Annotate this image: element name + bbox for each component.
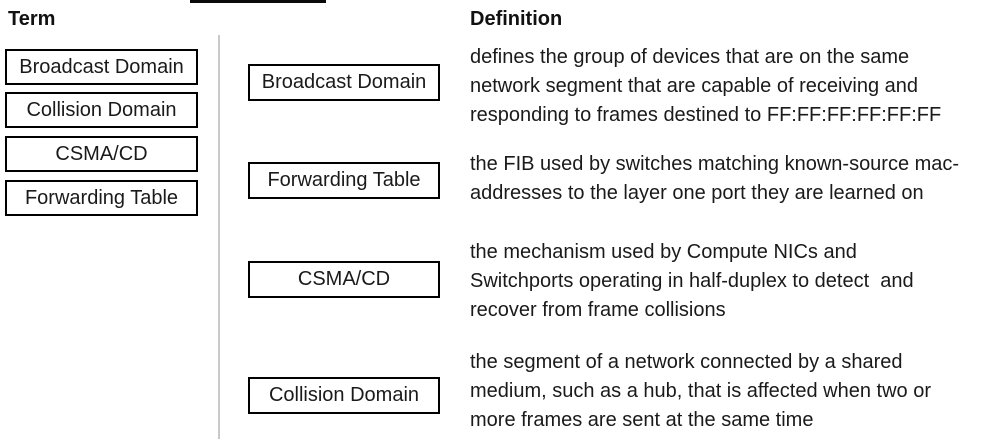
definition-text-4: the segment of a network connected by a … [470,348,982,435]
term-column-header: Term [8,8,56,30]
definition-line: network segment that are capable of rece… [470,75,919,97]
definition-line: Switchports operating in half-duplex to … [470,270,914,292]
definition-line: defines the group of devices that are on… [470,46,910,68]
answer-slot-1[interactable]: Broadcast Domain [248,64,440,101]
cropped-top-edge [190,0,326,3]
definition-line: medium, such as a hub, that is affected … [470,380,931,402]
definition-line: addresses to the layer one port they are… [470,182,924,204]
definition-line: the FIB used by switches matching known-… [470,153,960,175]
answer-slot-3[interactable]: CSMA/CD [248,261,440,298]
answer-slot-4[interactable]: Collision Domain [248,377,440,414]
definition-text-3: the mechanism used by Compute NICs and S… [470,238,982,325]
definition-text-1: defines the group of devices that are on… [470,43,982,130]
definition-line: responding to frames destined to FF:FF:F… [470,104,942,126]
definition-line: the segment of a network connected by a … [470,351,903,373]
column-divider [218,35,220,439]
definition-text-2: the FIB used by switches matching known-… [470,150,982,208]
term-chip-csma-cd[interactable]: CSMA/CD [5,136,198,172]
definition-line: the mechanism used by Compute NICs and [470,241,857,263]
term-chip-broadcast-domain[interactable]: Broadcast Domain [5,49,198,85]
term-chip-forwarding-table[interactable]: Forwarding Table [5,180,198,216]
definition-line: recover from frame collisions [470,299,726,321]
term-chip-collision-domain[interactable]: Collision Domain [5,92,198,128]
definition-column-header: Definition [470,8,563,30]
answer-slot-2[interactable]: Forwarding Table [248,162,440,199]
definition-line: more frames are sent at the same time [470,409,814,431]
